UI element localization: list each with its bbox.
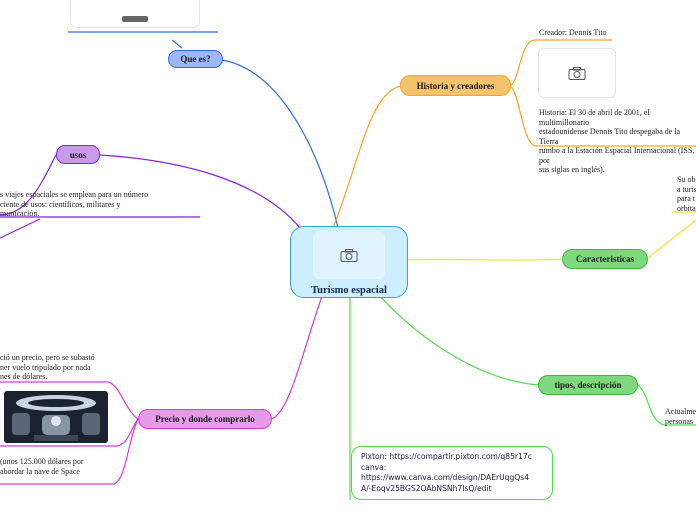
node-que-es[interactable]: Que es? (168, 50, 223, 68)
node-historia[interactable]: Historia y creadores (400, 75, 511, 96)
node-caracteristicas[interactable]: Caracteristicas (562, 249, 648, 269)
que-es-image-placeholder (70, 0, 200, 28)
spacecraft-interior-image (12, 395, 100, 441)
node-tipos[interactable]: tipos, descripción (538, 375, 638, 395)
central-image-placeholder (313, 231, 385, 279)
node-precio-label: Precio y donde comprarlo (155, 414, 255, 424)
connector-precio (271, 295, 323, 420)
tipos-text: Actualme personas (665, 407, 696, 426)
precio-image (4, 391, 108, 443)
historia-text: Historia: El 30 de abril de 2001, el mul… (539, 108, 695, 174)
caracteristicas-text: Su ob a turis para t orbita (677, 175, 696, 213)
historia-creador-text: Creador: Dennis Tito (539, 28, 607, 37)
node-links[interactable]: Pixton: https://compartir.pixton.com/q85… (351, 446, 553, 500)
usos-text: s viajes espaciales se emplean para un n… (0, 190, 149, 218)
camera-icon (568, 66, 586, 80)
node-usos[interactable]: usos (56, 145, 100, 164)
connector-usos (99, 154, 301, 229)
connector-historia (332, 85, 403, 229)
camera-icon (340, 248, 358, 262)
connector-caracteristicas (405, 258, 563, 261)
node-caracteristicas-label: Caracteristicas (576, 254, 634, 264)
node-usos-label: usos (69, 149, 87, 160)
connector-que-es (221, 59, 339, 229)
precio-text-top: ció un precio, pero se subastó ner vuelo… (0, 353, 95, 381)
node-que-es-label: Que es? (180, 54, 211, 64)
node-tipos-label: tipos, descripción (554, 380, 622, 390)
precio-text-bottom: (unos 125.000 dólares por abordar la nav… (0, 457, 84, 476)
links-text: Pixton: https://compartir.pixton.com/q85… (361, 452, 532, 493)
node-precio[interactable]: Precio y donde comprarlo (138, 409, 272, 429)
node-historia-label: Historia y creadores (416, 80, 495, 91)
central-node[interactable]: Turismo espacial (290, 226, 408, 298)
historia-image-placeholder (538, 48, 616, 98)
connector-que-es-up (171, 39, 183, 49)
connector-tipos (379, 295, 539, 386)
central-title: Turismo espacial (311, 285, 387, 296)
camera-icon (122, 16, 148, 22)
